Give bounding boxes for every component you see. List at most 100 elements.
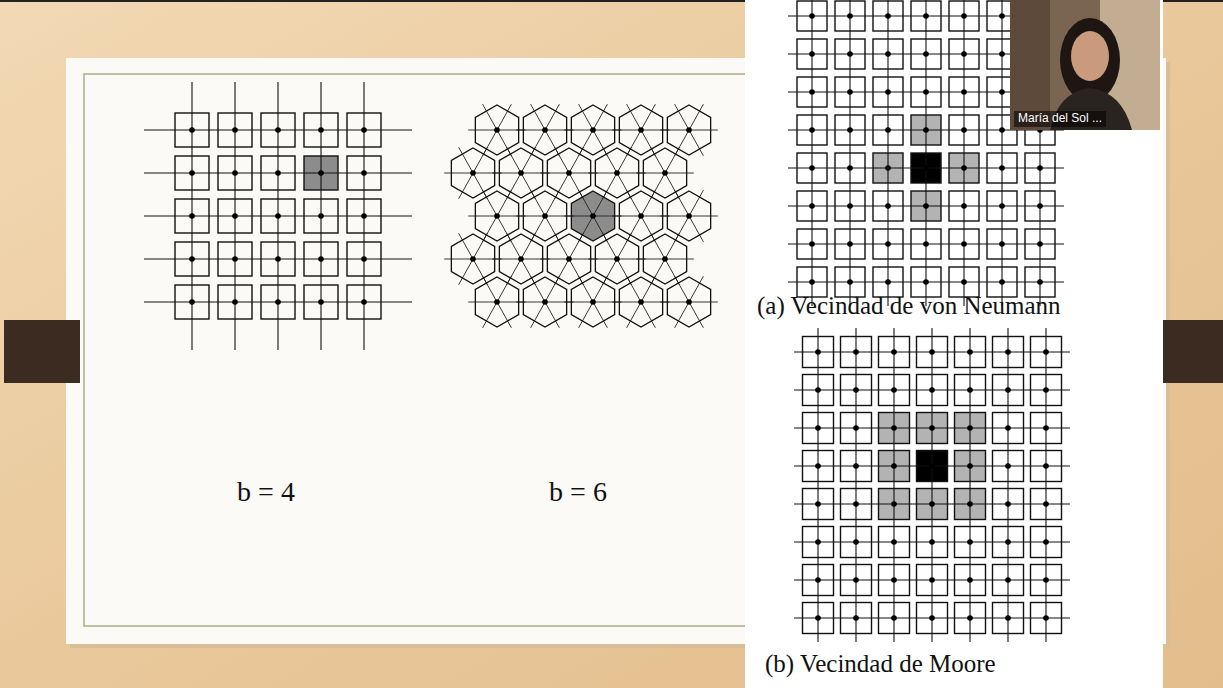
cell-outline bbox=[803, 489, 834, 520]
cell-outline bbox=[175, 113, 209, 147]
cell-outline bbox=[218, 285, 252, 319]
lattice-line bbox=[641, 190, 655, 216]
cell-dot bbox=[809, 51, 815, 57]
cell-outline bbox=[571, 191, 614, 241]
cell-outline bbox=[841, 527, 872, 558]
cell-outline bbox=[175, 199, 209, 233]
cell-outline bbox=[1031, 527, 1062, 558]
cell-outline bbox=[304, 199, 338, 233]
cell-dot bbox=[847, 13, 853, 19]
cell-dot bbox=[967, 349, 973, 355]
cell-outline bbox=[1031, 337, 1062, 368]
lattice-line bbox=[579, 104, 593, 130]
cell-outline bbox=[911, 77, 941, 107]
cell-outline bbox=[347, 242, 381, 276]
cell-outline bbox=[643, 234, 686, 284]
cell-outline bbox=[523, 277, 566, 327]
lattice-line bbox=[564, 130, 593, 131]
lattice-line bbox=[564, 216, 593, 217]
lattice-line bbox=[689, 130, 703, 156]
cell-outline bbox=[218, 156, 252, 190]
cell-outline bbox=[347, 113, 381, 147]
cell-dot bbox=[847, 279, 853, 285]
cell-outline bbox=[261, 156, 295, 190]
cell-dot bbox=[891, 539, 897, 545]
cell-dot bbox=[318, 213, 324, 219]
lattice-line bbox=[507, 233, 521, 259]
lattice-line bbox=[675, 190, 689, 216]
cell-outline bbox=[949, 229, 979, 259]
cell-outline bbox=[619, 105, 662, 155]
lattice-line bbox=[641, 302, 655, 328]
lattice-line bbox=[689, 190, 703, 216]
cell-dot bbox=[232, 170, 238, 176]
cell-outline bbox=[955, 489, 986, 520]
cell-dot bbox=[590, 299, 596, 305]
cell-dot bbox=[999, 89, 1005, 95]
cell-outline bbox=[1025, 191, 1055, 221]
cell-dot bbox=[361, 299, 367, 305]
cell-dot bbox=[1043, 463, 1049, 469]
cell-outline bbox=[841, 375, 872, 406]
lattice-line bbox=[579, 190, 593, 216]
cell-outline bbox=[917, 451, 948, 482]
lattice-line bbox=[516, 130, 545, 131]
lattice-line bbox=[483, 104, 497, 130]
lattice-line bbox=[459, 173, 473, 199]
participant-name: María del Sol ... bbox=[1014, 111, 1106, 127]
cell-dot bbox=[929, 501, 935, 507]
cell-outline bbox=[803, 565, 834, 596]
cell-dot bbox=[1037, 203, 1043, 209]
cell-outline bbox=[949, 1, 979, 31]
cell-dot bbox=[1043, 425, 1049, 431]
cell-dot bbox=[929, 425, 935, 431]
cell-outline bbox=[879, 527, 910, 558]
cell-dot bbox=[1037, 279, 1043, 285]
cell-dot bbox=[542, 213, 548, 219]
lattice-line bbox=[473, 147, 487, 173]
cell-dot bbox=[847, 51, 853, 57]
cell-dot bbox=[967, 463, 973, 469]
lattice-line bbox=[588, 259, 617, 260]
cell-dot bbox=[961, 203, 967, 209]
cell-outline bbox=[547, 148, 590, 198]
cell-outline bbox=[1031, 489, 1062, 520]
cell-outline bbox=[917, 565, 948, 596]
lattice-line bbox=[689, 130, 718, 131]
cell-outline bbox=[451, 234, 494, 284]
cell-outline bbox=[499, 234, 542, 284]
lattice-line bbox=[497, 190, 511, 216]
cell-outline bbox=[835, 77, 865, 107]
hex-lattice bbox=[444, 104, 718, 328]
cell-dot bbox=[1037, 165, 1043, 171]
cell-outline bbox=[261, 242, 295, 276]
cell-outline bbox=[949, 39, 979, 69]
cell-dot bbox=[967, 615, 973, 621]
lattice-line bbox=[603, 147, 617, 173]
cell-outline bbox=[993, 565, 1024, 596]
lattice-line bbox=[459, 147, 473, 173]
lattice-line bbox=[617, 147, 631, 173]
cell-dot bbox=[891, 349, 897, 355]
cell-dot bbox=[853, 615, 859, 621]
cell-outline bbox=[873, 115, 903, 145]
cell-outline bbox=[571, 277, 614, 327]
lattice-line bbox=[521, 233, 535, 259]
cell-dot bbox=[1005, 501, 1011, 507]
cell-dot bbox=[662, 256, 668, 262]
lattice-line bbox=[569, 147, 583, 173]
cell-dot bbox=[189, 299, 195, 305]
cell-outline bbox=[917, 527, 948, 558]
cell-outline bbox=[175, 242, 209, 276]
cell-outline bbox=[879, 375, 910, 406]
cell-dot bbox=[961, 279, 967, 285]
cell-outline bbox=[475, 277, 518, 327]
cell-dot bbox=[232, 127, 238, 133]
lattice-line bbox=[492, 259, 521, 260]
cell-dot bbox=[232, 213, 238, 219]
cell-dot bbox=[318, 170, 324, 176]
cell-outline bbox=[873, 39, 903, 69]
lattice-line bbox=[603, 233, 617, 259]
